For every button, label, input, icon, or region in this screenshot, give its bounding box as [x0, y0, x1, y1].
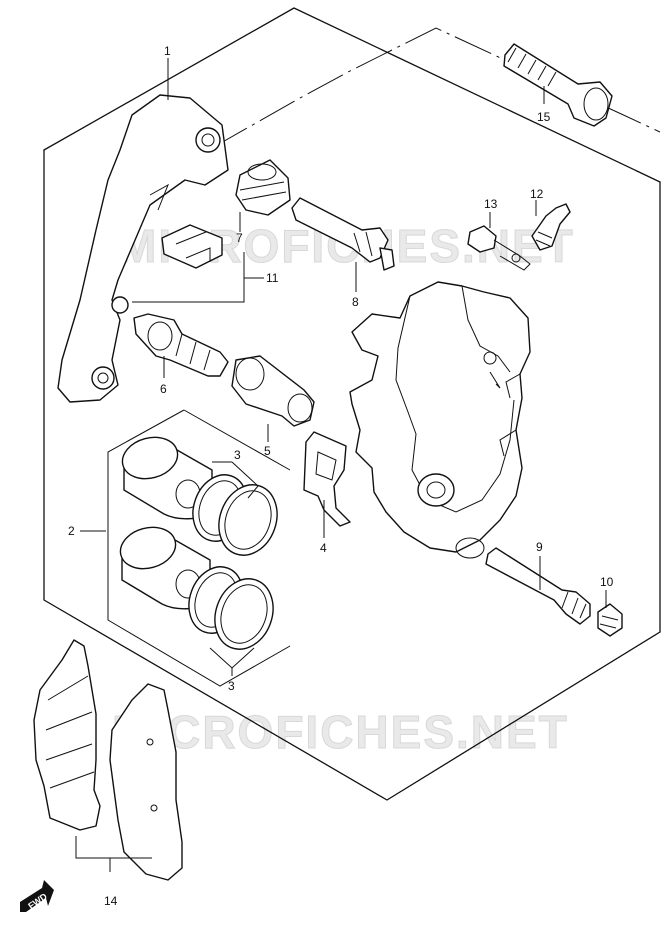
leader-lines	[75, 58, 607, 872]
bleeder-part	[531, 203, 571, 251]
callout-8: 8	[352, 295, 359, 309]
callout-3-bottom: 3	[228, 679, 235, 693]
pin-5-part	[231, 355, 315, 427]
callout-7: 7	[236, 231, 243, 245]
bolt-part	[503, 43, 613, 127]
callout-5: 5	[264, 444, 271, 458]
callout-15: 15	[537, 110, 551, 124]
callout-11: 11	[266, 271, 279, 285]
callout-12: 12	[530, 187, 544, 201]
pin-8-part	[291, 197, 395, 271]
boot-part	[235, 159, 291, 216]
callout-4: 4	[320, 541, 327, 555]
callout-10: 10	[600, 575, 614, 589]
plug-part	[597, 603, 623, 637]
callout-1: 1	[164, 44, 171, 58]
pin-6-part	[133, 313, 229, 377]
callout-3-top: 3	[234, 448, 241, 462]
callout-9: 9	[536, 540, 543, 554]
callout-numbers: 1 7 11 8 6 5 3 2 4 9 10 3 15 12 13 14	[68, 44, 614, 908]
pad-spring-part	[303, 431, 351, 527]
bracket-part	[57, 94, 229, 403]
callout-2: 2	[68, 524, 75, 538]
callout-14: 14	[104, 894, 118, 908]
brake-pad-part	[33, 639, 183, 881]
piston-group	[107, 409, 291, 687]
watermark-bottom: MICROFICHES.NET	[112, 706, 569, 758]
callout-13: 13	[484, 197, 498, 211]
fwd-arrow-icon: FWD	[20, 880, 54, 912]
cap-part	[467, 225, 531, 271]
clip-part	[161, 224, 223, 269]
caliper-body-part	[349, 281, 531, 559]
assembly-frame	[43, 7, 661, 801]
callout-6: 6	[160, 382, 167, 396]
pin-9-part	[485, 547, 591, 625]
